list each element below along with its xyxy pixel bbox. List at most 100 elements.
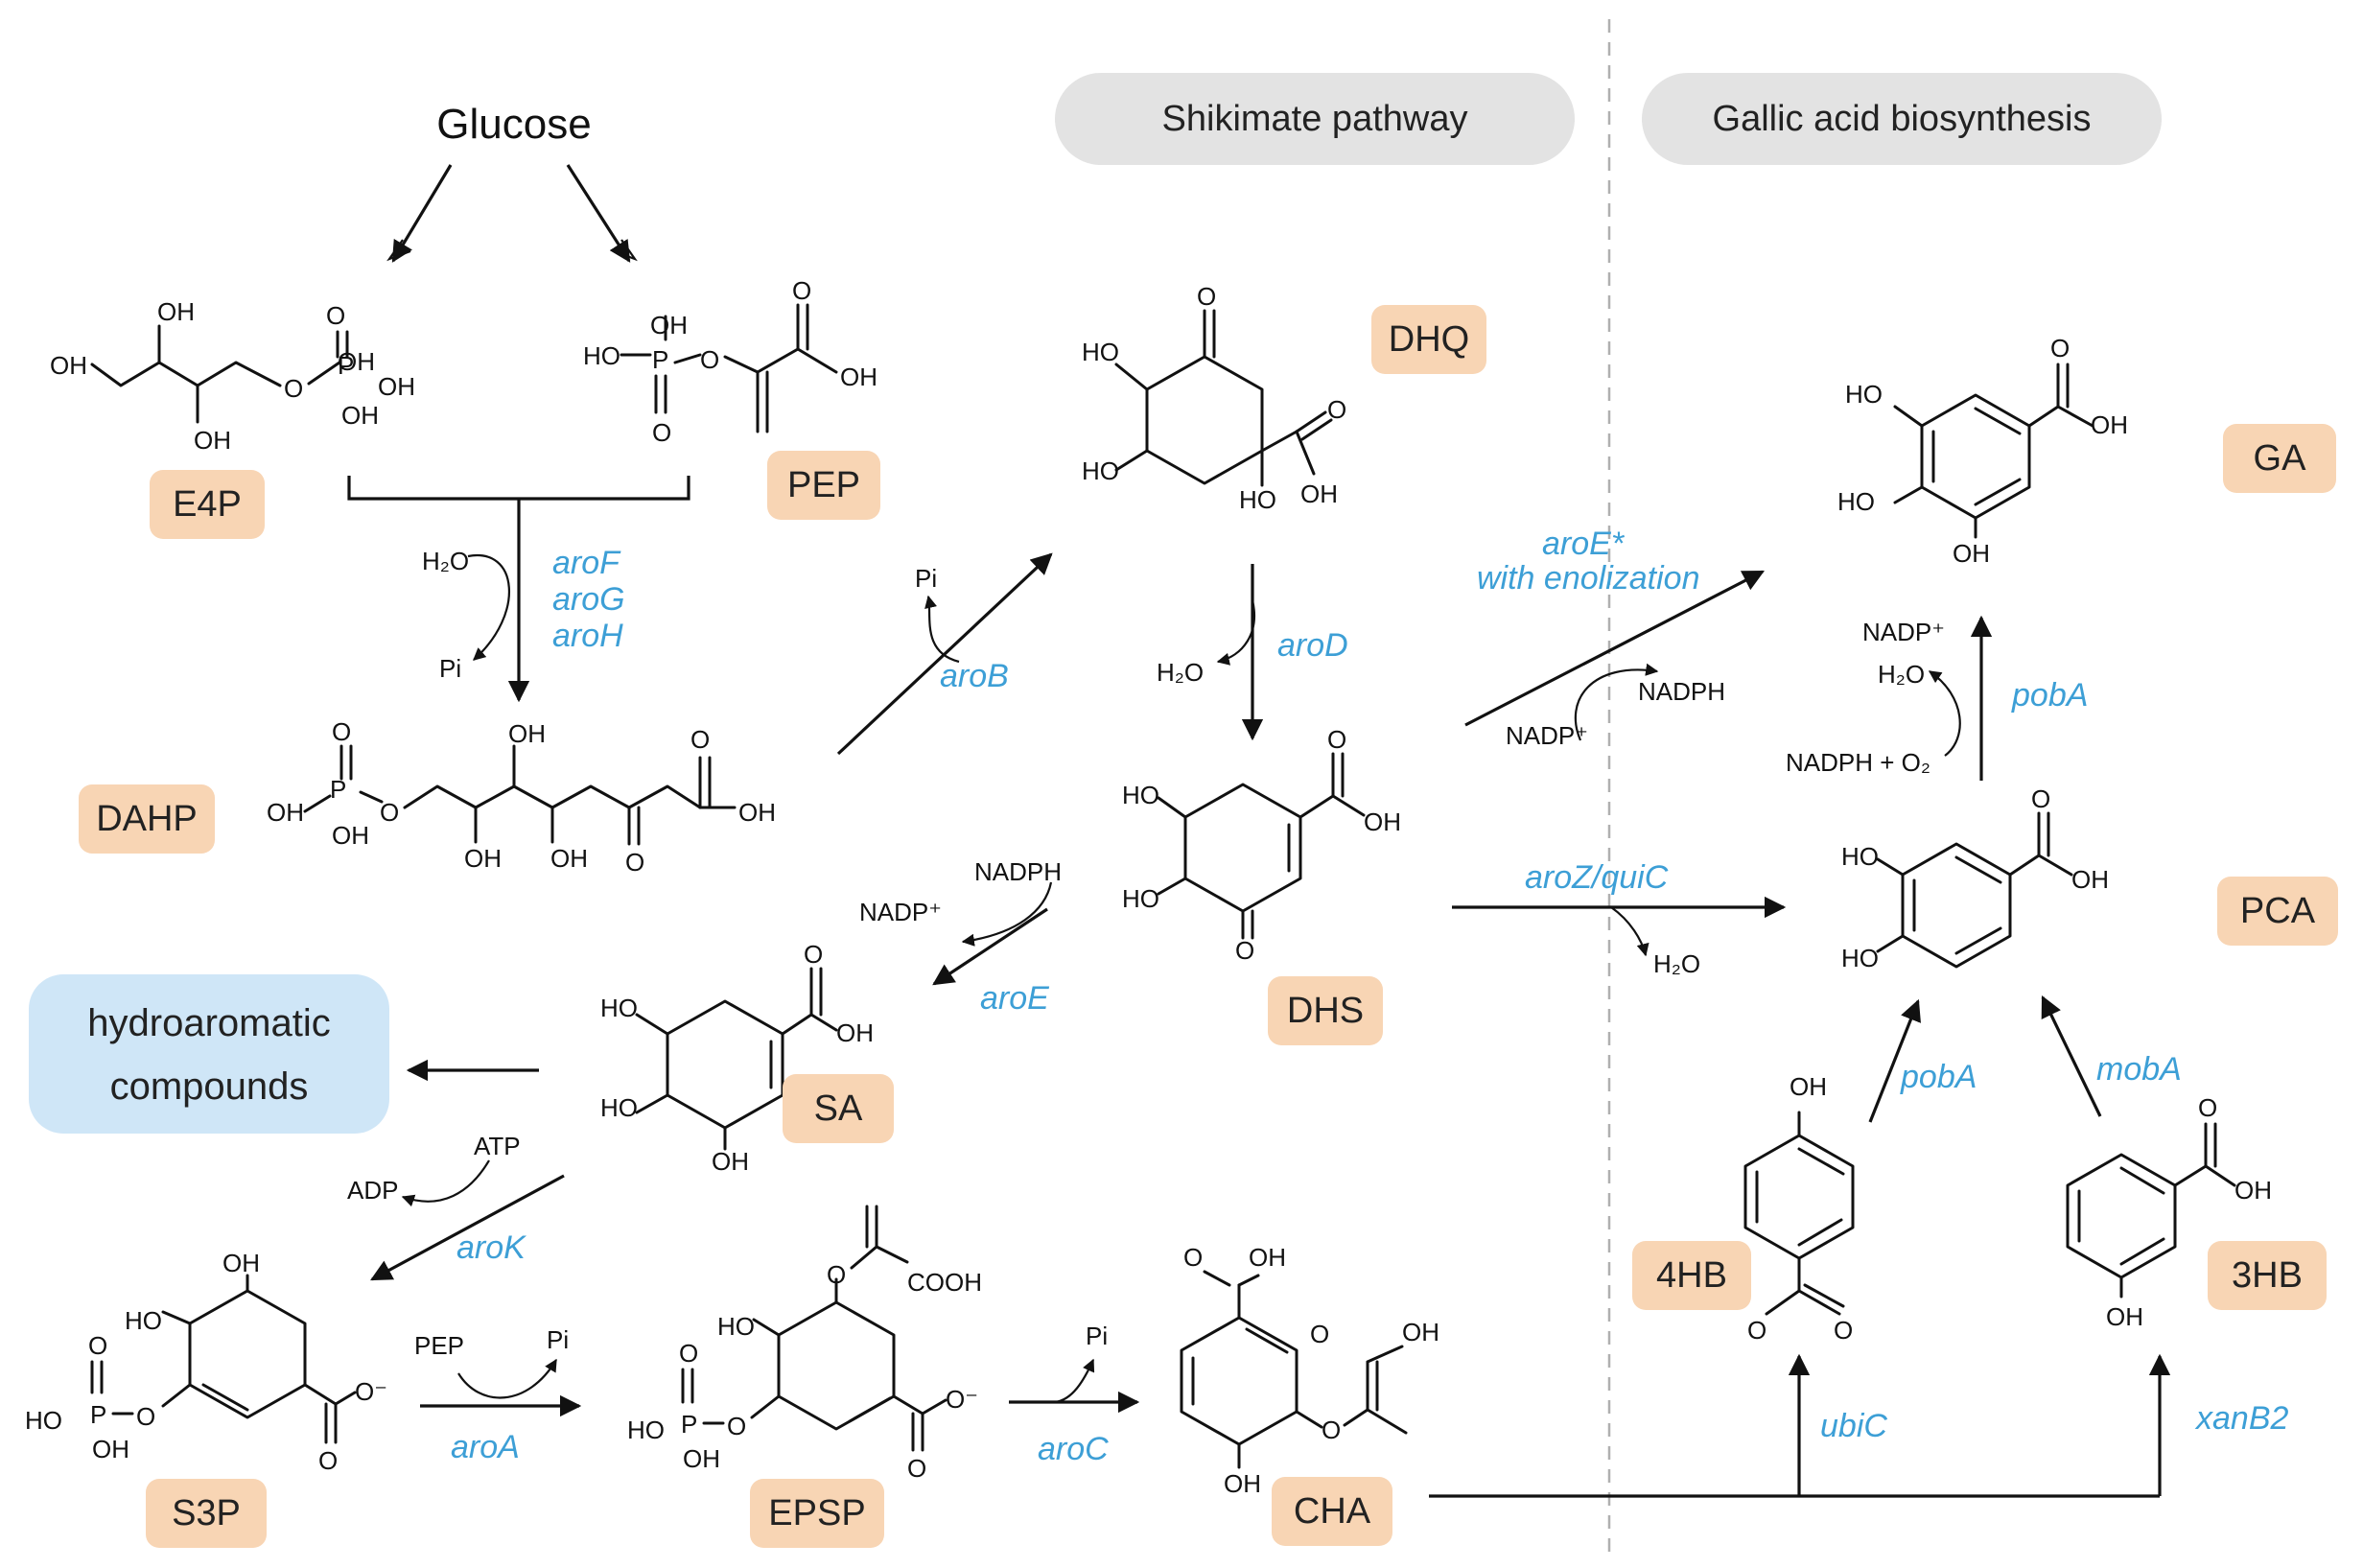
svg-text:O: O (1834, 1316, 1853, 1345)
adp-label: ADP (347, 1176, 398, 1205)
dahp-structure: OH P O OH O OH OH OH O O OH (267, 717, 776, 877)
pep-structure: HO P OH O O O OH (583, 276, 877, 447)
arod-h2o-curve (1216, 599, 1255, 666)
svg-text:O: O (1235, 936, 1254, 965)
svg-text:P: P (338, 351, 354, 380)
svg-text:O: O (792, 276, 811, 305)
svg-text:O: O (1197, 282, 1216, 311)
aroz-h2o-curve (1610, 906, 1649, 957)
svg-text:GA: GA (2254, 438, 2307, 479)
svg-text:OH: OH (338, 347, 375, 376)
h2o-aroz-label: H₂O (1653, 949, 1700, 978)
epsp-tag: EPSP (750, 1479, 884, 1548)
svg-text:OH: OH (650, 311, 688, 339)
enzyme-arof: aroF (552, 545, 621, 581)
svg-text:O: O (2198, 1093, 2217, 1122)
svg-text:O: O (804, 940, 823, 969)
svg-text:HO: HO (1845, 380, 1883, 409)
svg-text:HO: HO (25, 1406, 62, 1435)
glucose-to-e4p-arrow (386, 164, 453, 263)
svg-text:OH: OH (222, 1249, 260, 1277)
svg-text:HO: HO (600, 994, 638, 1022)
svg-text:O: O (1322, 1416, 1341, 1444)
svg-text:OH: OH (1402, 1318, 1439, 1346)
svg-text:OH: OH (341, 401, 379, 430)
enzyme-ubic: ubiC (1820, 1408, 1887, 1444)
svg-text:OH: OH (712, 1147, 749, 1176)
enzyme-aroe-star: aroE* (1542, 526, 1626, 562)
svg-text:OH: OH (1790, 1072, 1827, 1101)
sa-structure: O OH HO HO OH (600, 940, 874, 1176)
svg-text:O: O (332, 717, 351, 746)
svg-text:O: O (690, 725, 710, 754)
svg-text:OH: OH (1224, 1469, 1261, 1498)
svg-text:O: O (652, 418, 671, 447)
pep-aroa-label: PEP (414, 1331, 464, 1360)
svg-text:HO: HO (717, 1312, 755, 1341)
svg-text:OH: OH (2091, 410, 2128, 439)
svg-text:OH: OH (840, 363, 877, 391)
h2o-label: H₂O (422, 547, 469, 575)
svg-text:OH: OH (1364, 807, 1401, 836)
svg-text:HO: HO (583, 341, 620, 370)
poba-4hb-arrow (1868, 998, 1921, 1123)
svg-text:OH: OH (2071, 865, 2109, 894)
svg-text:OH: OH (157, 297, 195, 326)
cha-tag: CHA (1272, 1477, 1392, 1546)
arob-arrow (836, 552, 1053, 756)
aroc-pi-curve (1054, 1358, 1095, 1404)
svg-text:HO: HO (600, 1093, 638, 1122)
enzyme-poba-bottom: pobA (1900, 1059, 1977, 1095)
svg-text:OH: OH (92, 1435, 129, 1463)
svg-text:OH: OH (2106, 1302, 2143, 1331)
hydroaromatic-compounds-box: hydroaromatic compounds (29, 974, 389, 1134)
3hb-tag: 3HB (2208, 1241, 2327, 1310)
enzyme-arok: aroK (456, 1229, 526, 1266)
e4p-tag: E4P (150, 470, 265, 539)
pi-arob-label: Pi (915, 564, 937, 593)
svg-text:O: O (827, 1260, 846, 1289)
svg-text:O⁻: O⁻ (946, 1385, 978, 1414)
epsp-structure: O COOH HO O O⁻ O P O HO OH (627, 1205, 982, 1483)
moba-3hb-arrow (2041, 995, 2102, 1117)
svg-text:O: O (2050, 334, 2070, 363)
svg-text:O: O (907, 1454, 926, 1483)
aroe-star-arrow (1464, 570, 1765, 727)
4hb-structure: OH O O (1743, 1072, 1855, 1345)
pi-label: Pi (439, 654, 461, 683)
svg-text:HO: HO (1122, 781, 1159, 809)
e4p-pep-join-bracket (347, 476, 690, 501)
svg-text:OH: OH (2234, 1176, 2272, 1205)
svg-text:PCA: PCA (2240, 891, 2316, 931)
svg-text:S3P: S3P (172, 1493, 241, 1533)
pca-structure: O OH HO HO (1841, 784, 2109, 972)
enzyme-xanb2: xanB2 (2194, 1400, 2288, 1437)
svg-text:O: O (326, 301, 345, 330)
h2o-arod-label: H₂O (1157, 658, 1204, 687)
svg-text:O: O (318, 1446, 338, 1475)
svg-text:Gallic acid biosynthesis: Gallic acid biosynthesis (1713, 99, 2092, 139)
3hb-structure: O OH OH (2066, 1093, 2272, 1331)
svg-text:OH: OH (1249, 1243, 1286, 1272)
svg-text:P: P (652, 345, 668, 374)
nadph-aroe-star-label: NADPH (1638, 677, 1725, 706)
dhq-tag: DHQ (1371, 305, 1486, 374)
header-shikimate-pathway: Shikimate pathway (1055, 73, 1575, 165)
svg-text:E4P: E4P (173, 484, 242, 525)
enzyme-poba-top: pobA (2011, 677, 2088, 714)
svg-text:CHA: CHA (1294, 1491, 1371, 1532)
enzyme-aroh: aroH (552, 618, 623, 654)
enzyme-arog: aroG (552, 581, 625, 618)
svg-text:DHQ: DHQ (1389, 319, 1469, 360)
svg-text:OH: OH (683, 1444, 720, 1473)
svg-text:HO: HO (1122, 884, 1159, 913)
aroe-star-cofactor-curve (1574, 663, 1659, 741)
svg-text:4HB: 4HB (1656, 1255, 1727, 1296)
svg-text:3HB: 3HB (2232, 1255, 2303, 1296)
svg-text:O⁻: O⁻ (355, 1377, 387, 1406)
svg-text:O: O (88, 1331, 107, 1360)
pca-tag: PCA (2217, 877, 2338, 946)
ga-tag: GA (2223, 424, 2336, 493)
svg-text:OH: OH (738, 798, 776, 827)
